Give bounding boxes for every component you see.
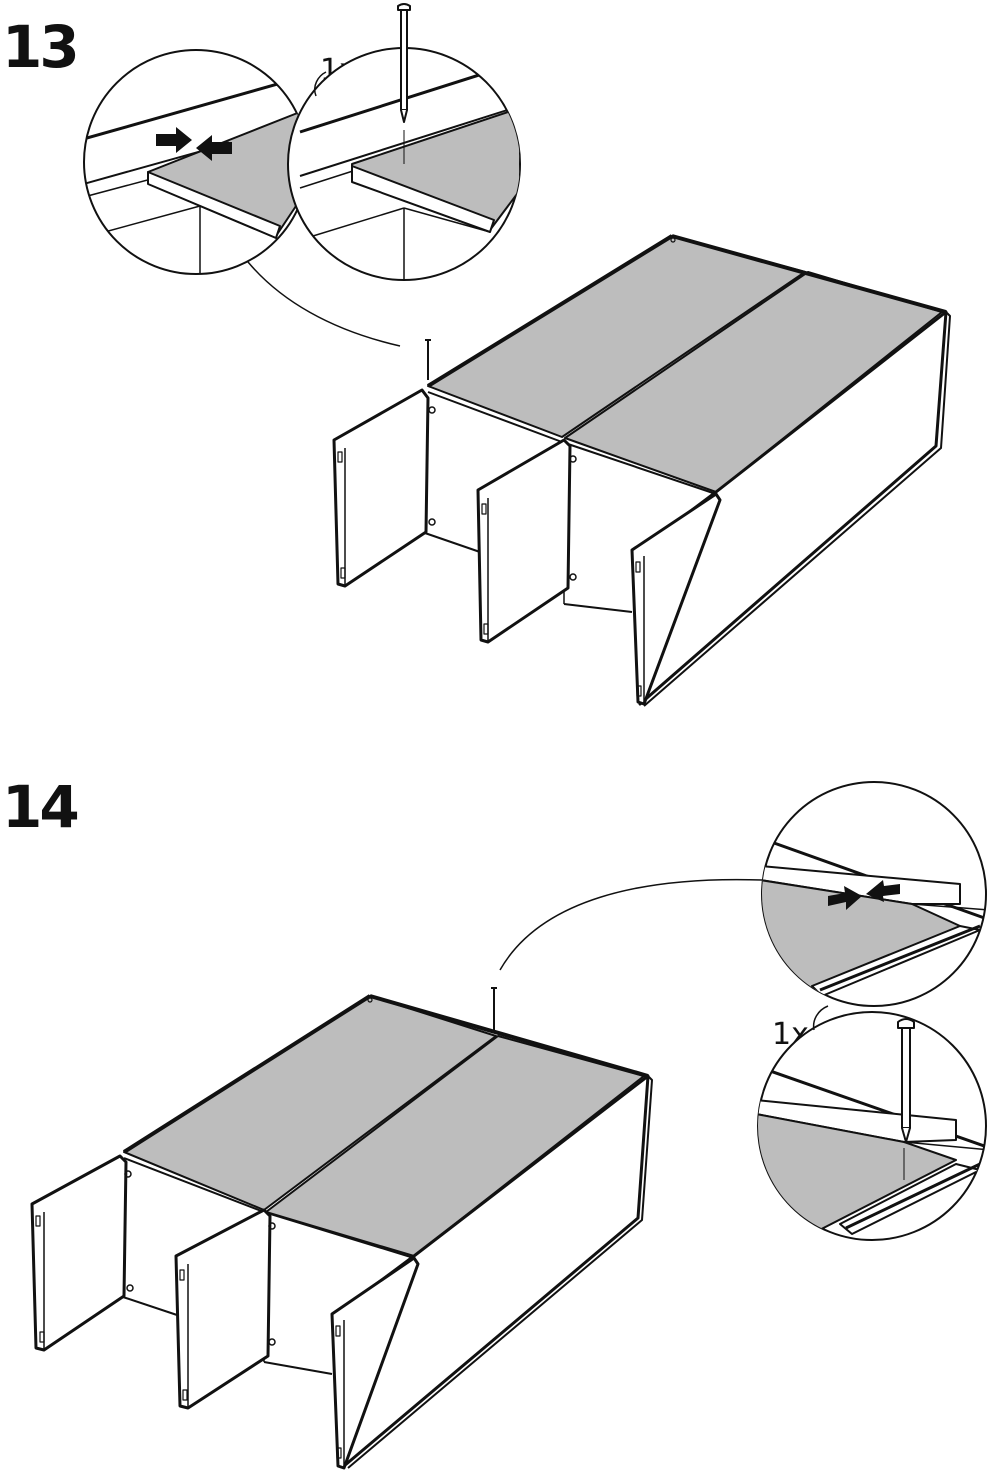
detail-circle-a: [80, 50, 320, 280]
nail-icon: [491, 988, 497, 1030]
nail-icon: [425, 340, 431, 380]
middle-panel: [176, 1210, 270, 1408]
detail-circle-d: [756, 1012, 989, 1240]
step-14-diagram: [32, 782, 989, 1468]
end-panel-left: [32, 1156, 126, 1350]
callout-leader: [500, 880, 762, 970]
end-panel-left: [334, 390, 428, 586]
middle-panel: [478, 440, 570, 642]
step-13-diagram: [80, 4, 950, 706]
detail-circle-c: [760, 782, 989, 1006]
